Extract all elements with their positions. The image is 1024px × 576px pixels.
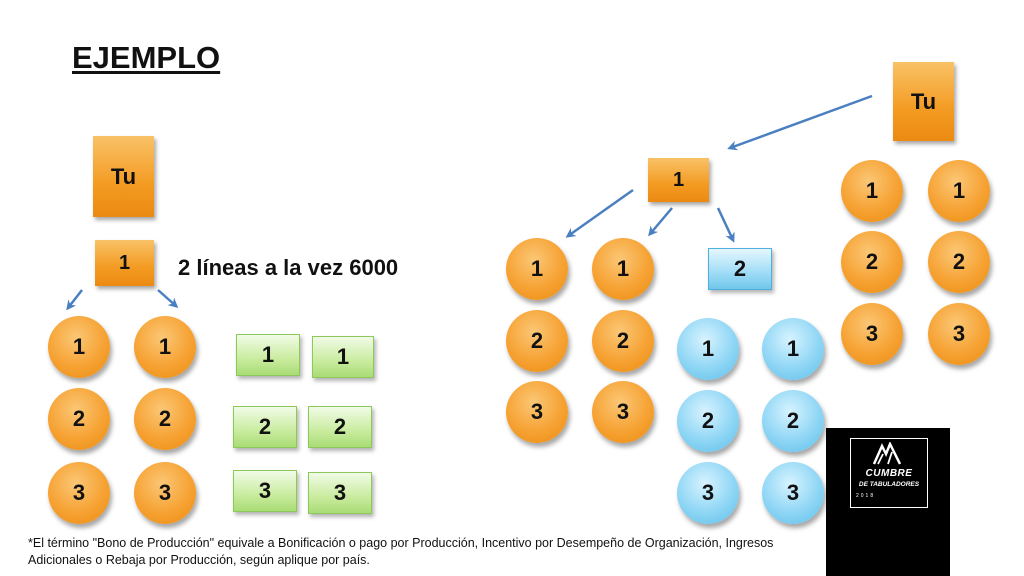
logo-year: 2018 [856, 493, 876, 499]
blue-circle-2b: 2 [762, 390, 824, 452]
right-col-circle-2b: 2 [928, 231, 990, 293]
green-square-1a: 1 [236, 334, 300, 376]
left-circle-3a: 3 [48, 462, 110, 524]
right-col-circle-3a: 3 [841, 303, 903, 365]
left-first-node: 1 [95, 240, 154, 286]
page-title: EJEMPLO [72, 40, 221, 75]
footnote-text: *El término "Bono de Producción" equival… [28, 536, 774, 567]
event-logo-panel [826, 428, 950, 576]
green-square-2a: 2 [233, 406, 297, 448]
arrow-right-3 [716, 207, 735, 243]
mid-circle-2b: 2 [592, 310, 654, 372]
right-root-node: Tu [893, 62, 954, 141]
mid-circle-3a: 3 [506, 381, 568, 443]
blue-node: 2 [708, 248, 772, 290]
mountain-logo-icon [872, 442, 902, 465]
right-col-circle-1b: 1 [928, 160, 990, 222]
arrow-root-right [727, 94, 873, 151]
blue-circle-3b: 3 [762, 462, 824, 524]
right-first-node: 1 [648, 158, 709, 202]
right-col-circle-1a: 1 [841, 160, 903, 222]
right-col-circle-2a: 2 [841, 231, 903, 293]
mid-circle-2a: 2 [506, 310, 568, 372]
left-circle-1a: 1 [48, 316, 110, 378]
arrow-right-2 [648, 207, 673, 237]
green-square-3a: 3 [233, 470, 297, 512]
left-circle-1b: 1 [134, 316, 196, 378]
left-root-node: Tu [93, 136, 154, 217]
left-circle-3b: 3 [134, 462, 196, 524]
blue-circle-3a: 3 [677, 462, 739, 524]
mid-circle-3b: 3 [592, 381, 654, 443]
arrow-right-1 [565, 188, 634, 238]
right-col-circle-3b: 3 [928, 303, 990, 365]
left-circle-2a: 2 [48, 388, 110, 450]
green-square-2b: 2 [308, 406, 372, 448]
mid-circle-1a: 1 [506, 238, 568, 300]
blue-circle-1b: 1 [762, 318, 824, 380]
lines-annotation: 2 líneas a la vez 6000 [178, 255, 399, 280]
blue-circle-2a: 2 [677, 390, 739, 452]
event-logo-frame [850, 438, 928, 508]
logo-subtitle: DE TABULADORES [858, 481, 920, 488]
green-square-1b: 1 [312, 336, 374, 378]
green-square-3b: 3 [308, 472, 372, 514]
left-circle-2b: 2 [134, 388, 196, 450]
logo-title: CUMBRE [865, 468, 913, 479]
arrow-left-1 [66, 289, 83, 311]
blue-circle-1a: 1 [677, 318, 739, 380]
arrow-left-2 [157, 289, 179, 308]
mid-circle-1b: 1 [592, 238, 654, 300]
